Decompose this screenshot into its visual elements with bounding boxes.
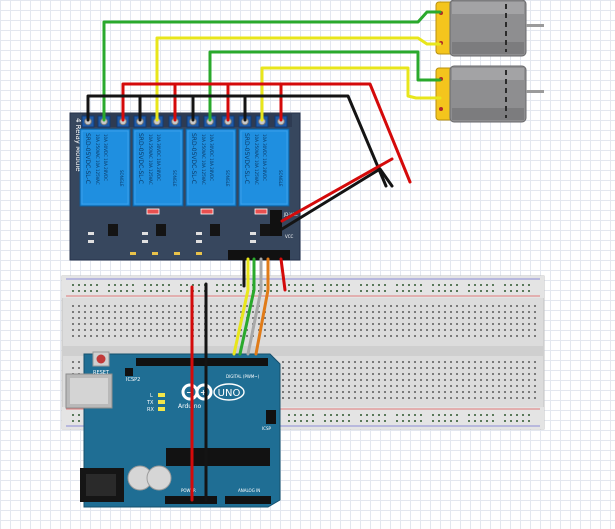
motors — [435, 0, 544, 123]
wire-red-vcc — [280, 157, 394, 223]
relay-rating-text: 10A 250VAC 10A 125VAC — [148, 134, 153, 185]
wire-red-vcc-bb — [279, 257, 287, 292]
analog-header — [225, 496, 271, 504]
relay-model-text: SRD-05VDC-SL-C — [84, 133, 91, 184]
relay-brand-text: SONGLE — [225, 170, 230, 187]
led-label-l: L — [150, 393, 153, 399]
wire-gray-in3 — [246, 257, 263, 356]
optocoupler — [108, 224, 118, 236]
resistor — [142, 240, 148, 243]
smd-part — [152, 252, 158, 255]
wire-black-common — [86, 94, 388, 188]
dc-motor-1 — [435, 0, 544, 57]
led-label-tx: TX — [146, 400, 154, 406]
digital-label: DIGITAL (PWM~) — [226, 374, 260, 379]
led-label-rx: RX — [147, 407, 154, 413]
dc-motor-2 — [435, 65, 544, 123]
wire-yellow-motor2 — [260, 66, 442, 122]
analog-label: ANALOG IN — [238, 488, 260, 493]
relay-brand-text: SONGLE — [278, 170, 283, 187]
smd-part — [130, 252, 136, 255]
resistor — [88, 232, 94, 235]
wire-green-in2 — [238, 257, 256, 356]
svg-text:+: + — [200, 388, 207, 397]
wire-orange-in4 — [254, 257, 270, 356]
smd-part — [174, 252, 180, 255]
relay-rating-text: 10A 30VDC 10A 28VDC — [103, 134, 108, 181]
reset-label: RESET — [93, 370, 110, 376]
optocoupler — [260, 224, 270, 236]
led — [254, 208, 268, 215]
wire-yellow-motor1 — [155, 36, 442, 122]
resistor — [88, 240, 94, 243]
atmega-chip — [166, 448, 270, 466]
resistor — [250, 240, 256, 243]
vcc-label: VCC — [285, 234, 294, 239]
wire-green-motor1 — [102, 10, 442, 122]
relay-rating-text: 10A 250VAC 10A 125VAC — [254, 134, 259, 185]
relay-model-text: SRD-05VDC-SL-C — [137, 133, 144, 184]
relay-components — [88, 208, 270, 255]
svg-text:−: − — [186, 388, 193, 397]
wire-red-common — [121, 82, 412, 184]
wire-yellow-in1 — [232, 257, 250, 356]
arduino-brand: Arduino — [178, 403, 202, 410]
resistor — [196, 240, 202, 243]
vcc-header — [270, 210, 282, 236]
digital-header — [136, 358, 268, 366]
relay-rating-text: 10A 250VAC 10A 125VAC — [201, 134, 206, 185]
relay-brand-text: SONGLE — [119, 170, 124, 187]
resistor — [250, 232, 256, 235]
smd-part — [196, 252, 202, 255]
led — [146, 208, 160, 215]
relay-rating-text: 10A 30VDC 10A 28VDC — [209, 134, 214, 181]
wire-green-motor2 — [208, 50, 442, 122]
icsp-label: ICSP — [262, 426, 272, 431]
relay-rating-text: 10A 30VDC 10A 28VDC — [262, 134, 267, 181]
relay-brand-text: SONGLE — [172, 170, 177, 187]
wire-black-gnd — [280, 167, 394, 231]
optocoupler — [210, 224, 220, 236]
relay-rating-text: 10A 250VAC 10A 125VAC — [95, 134, 100, 185]
power-label: POWER — [181, 488, 196, 493]
icsp2-label: ICSP2 — [126, 377, 140, 383]
arduino-uno: RESET ICSP2 DIGITAL (PWM~) L TX RX − + A… — [65, 351, 281, 508]
capacitor — [146, 465, 172, 491]
led — [200, 208, 214, 215]
wires — [86, 10, 442, 502]
relay-module-title: 4 Relay Module — [74, 118, 82, 172]
relay-model-text: SRD-05VDC-SL-C — [243, 133, 250, 184]
resistor — [196, 232, 202, 235]
optocoupler — [156, 224, 166, 236]
relay-model-text: SRD-05VDC-SL-C — [190, 133, 197, 184]
resistor — [142, 232, 148, 235]
relay-rating-text: 10A 30VDC 10A 28VDC — [156, 134, 161, 181]
input-header — [228, 250, 290, 260]
arduino-model: UNO — [218, 388, 241, 399]
